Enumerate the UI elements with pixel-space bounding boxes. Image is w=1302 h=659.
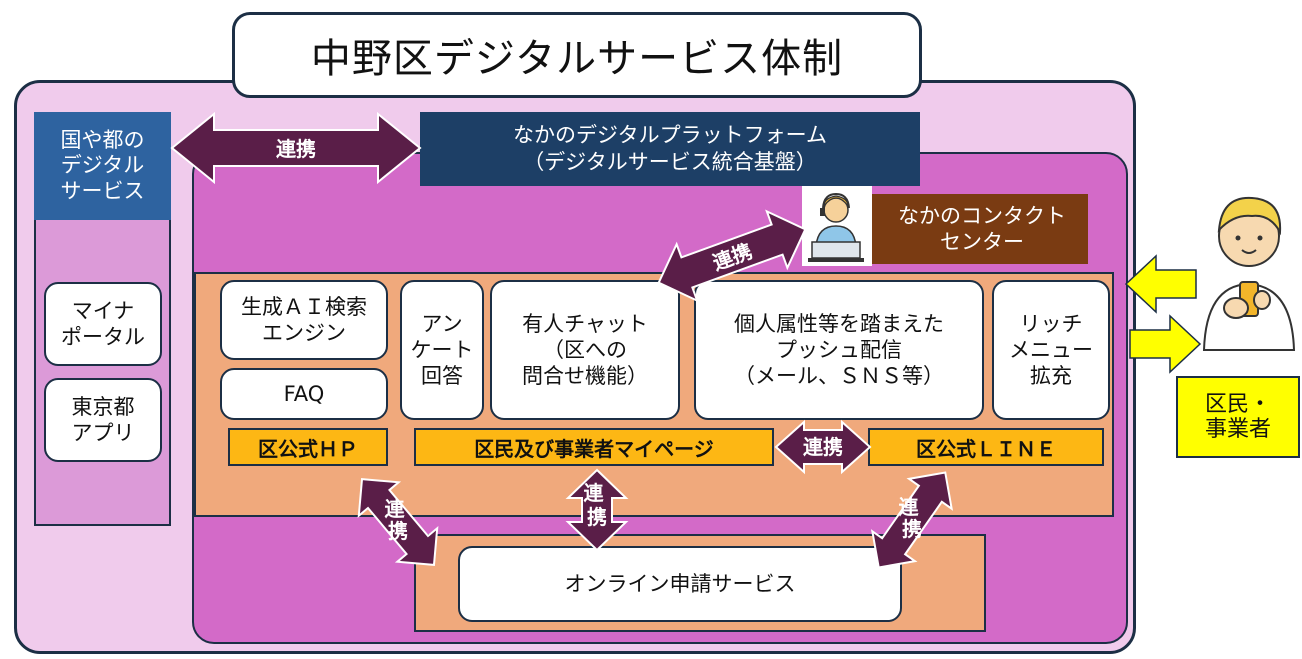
- link-arrow-mypage-online: 連 携: [565, 468, 629, 552]
- ward-official-hp-label: 区公式ＨＰ: [258, 436, 358, 461]
- link-arrow-hp-online: 連 携: [357, 478, 439, 566]
- link-arrow-contact-center: 連携: [657, 209, 807, 303]
- link-label: 連携: [276, 137, 316, 161]
- faq-label: FAQ: [283, 381, 325, 406]
- mypage-box: 区民及び事業者マイページ: [414, 428, 774, 466]
- tokyo-app-box: 東京都 アプリ: [44, 378, 162, 462]
- link-label: 連携: [803, 435, 843, 459]
- ward-official-line-label: 区公式ＬＩＮＥ: [916, 436, 1056, 461]
- staffed-chat-box: 有人チャット （区への 問合せ機能）: [490, 280, 680, 420]
- push-delivery-box: 個人属性等を踏まえた プッシュ配信 （メール、ＳＮＳ等）: [694, 280, 984, 420]
- link-arrow-line-online: 連 携: [870, 471, 954, 569]
- ai-search-engine-box: 生成ＡＩ検索 エンジン: [220, 280, 388, 360]
- online-application-box: オンライン申請サービス: [458, 546, 902, 622]
- resident-business-label-box: 区民・ 事業者: [1176, 376, 1300, 458]
- mynaportal-box: マイナ ポータル: [44, 282, 162, 366]
- resident-with-phone-icon: [1202, 196, 1296, 351]
- resident-business-label: 区民・ 事業者: [1204, 391, 1271, 442]
- tokyo-app-label: 東京都 アプリ: [71, 394, 135, 445]
- rich-menu-box: リッチ メニュー 拡充: [992, 280, 1110, 420]
- staffed-chat-label: 有人チャット （区への 問合せ機能）: [522, 311, 648, 389]
- link-label-diag-right: 連 携: [899, 495, 926, 541]
- ai-search-engine-label: 生成ＡＩ検索 エンジン: [241, 294, 367, 345]
- link-label-vertical: 連 携: [584, 481, 611, 529]
- faq-box: FAQ: [220, 368, 388, 420]
- arrow-to-platform: [1124, 254, 1197, 314]
- survey-label: アン ケート 回答: [410, 311, 474, 389]
- link-label-diag-left: 連 携: [385, 497, 412, 543]
- link-arrow-mypage-line: 連携: [774, 419, 872, 475]
- contact-center-label: なかのコンタクト センター: [898, 203, 1066, 254]
- diagram-title: 中野区デジタルサービス体制: [232, 12, 922, 98]
- mypage-label: 区民及び事業者マイページ: [474, 436, 714, 461]
- digital-platform-header-text: なかのデジタルプラットフォーム （デジタルサービス統合基盤）: [513, 122, 827, 174]
- push-delivery-label: 個人属性等を踏まえた プッシュ配信 （メール、ＳＮＳ等）: [734, 311, 944, 389]
- ward-official-hp-box: 区公式ＨＰ: [228, 428, 388, 466]
- digital-platform-header: なかのデジタルプラットフォーム （デジタルサービス統合基盤）: [420, 112, 920, 186]
- national-services-header: 国や都の デジタル サービス: [34, 112, 171, 220]
- survey-box: アン ケート 回答: [400, 280, 484, 420]
- link-arrow-national-platform: 連携: [170, 111, 422, 185]
- call-center-agent-icon: [802, 186, 872, 266]
- arrow-to-resident: [1129, 314, 1202, 374]
- mynaportal-label: マイナ ポータル: [61, 298, 145, 349]
- rich-menu-label: リッチ メニュー 拡充: [1009, 311, 1093, 389]
- ward-official-line-box: 区公式ＬＩＮＥ: [868, 428, 1104, 466]
- online-application-label: オンライン申請サービス: [564, 571, 796, 596]
- national-services-header-text: 国や都の デジタル サービス: [60, 128, 145, 203]
